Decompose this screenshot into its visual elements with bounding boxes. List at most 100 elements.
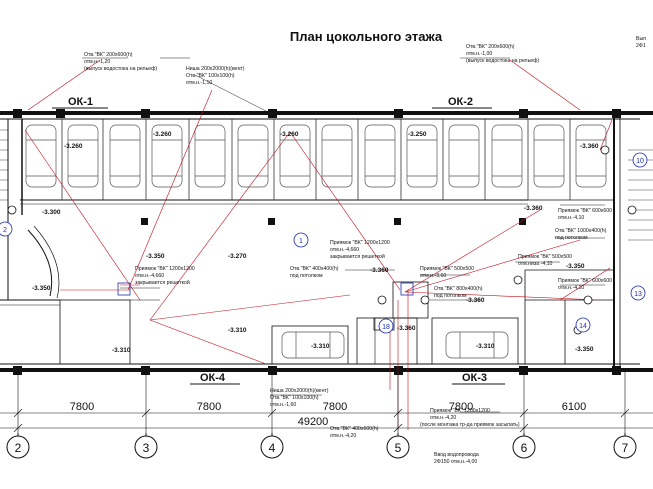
annotation-note: Отв."ВК" 400x400(h) [290,266,339,272]
annotation-note: Отв."ВК" 1000x400(h) [555,228,607,234]
car-icon [448,124,480,188]
annotation-note: отм.н.-1,20 [84,59,110,65]
room-number: 2 [3,227,7,234]
elevation-mark: -3.350 [32,285,51,292]
car-icon [109,124,141,188]
axis-labels: 2 3 4 5 6 7 [15,441,629,455]
drawing-title: План цокольного этажа [290,29,443,44]
annotation-note: отм.н.-4,20 [430,415,456,421]
annotation-note: Приямок "ВК" 600x600 [558,278,612,284]
annotation-note: Отв."ВК" 200x600(h) [466,44,515,50]
elevation-marks: -3.260 -3.260 -3.260 -3.250 -3.300 -3.36… [32,131,599,354]
annotation-note: отм.н.-4,660 [330,247,359,253]
annotation-note: Ниша 200x2000(h)(вент) [270,388,329,394]
room-number: 10 [636,158,644,165]
annotation-note: отм.н.-1,60 [270,402,296,408]
room-bubble [378,318,394,334]
room-bubble [293,232,309,248]
annotation-note: Отв."ВК" 200x600(h) [84,52,133,58]
annotation-note: отм.н.-4,10 [558,285,584,291]
annotation-note: под потолком [555,235,588,241]
annotation-note: Отв."ВК" 100x100(h) [270,395,319,401]
annotation-note: Отв."ВК" 100x100(h) [186,73,235,79]
axis-label: 4 [269,441,276,455]
pit-icon [117,282,131,296]
car-icon [279,124,311,188]
car-icon [533,124,565,188]
annotation-note: Ввод водопровода [434,452,479,458]
dimension-value: 7800 [197,401,221,413]
annotation-note: Приямок "ВК" 600x600 [558,208,612,214]
car-icon [364,124,396,188]
annotation-note: Ниша 200x2000(h)(вент) [186,66,245,72]
elevation-mark: -3.260 [280,131,299,138]
section-label: ОК-2 [448,96,473,108]
annotation-note: Приямок "ВК" 1200x1200 [135,266,195,272]
annotation-note: отм.н.-1,10 [186,80,212,86]
car-icon [321,124,353,188]
callout-leaders [82,57,605,413]
annotation-note: 2Ф150 отм.н.-4,00 [434,459,477,465]
car-icon [25,124,57,188]
annotation-notes: Отв."ВК" 200x600(h) отм.н.-1,20 (выпуск … [84,36,646,465]
elevation-mark: -3.310 [476,343,495,350]
elevation-mark: -3.250 [408,131,427,138]
annotation-note: 2Ф1 [636,43,646,49]
section-label: ОК-1 [68,96,93,108]
annotation-note: отм.низа -4,10 [518,261,553,267]
dimension-values: 7800 7800 7800 7800 6100 49200 [70,401,586,428]
car-icon [237,124,269,188]
drain-icon [420,295,430,305]
dimension-total: 49200 [298,416,329,428]
car-icon [194,124,226,188]
room-number: 1 [299,238,303,245]
room-bubble [575,317,591,333]
annotation-note: под потолком [434,293,467,299]
elevation-mark: -3.360 [524,205,543,212]
elevation-mark: -3.260 [153,131,172,138]
elevation-mark: -3.350 [566,263,585,270]
drain-icon [513,275,523,285]
elevation-mark: -3.360 [397,325,416,332]
drain-icon [600,145,610,155]
room-number: 18 [382,324,390,331]
elevation-mark: -3.260 [64,143,83,150]
axis-label: 5 [395,441,402,455]
annotation-note: Приямок "ВК" 500x500 [420,266,474,272]
dimension-value: 7800 [70,401,94,413]
elevation-mark: -3.270 [228,253,247,260]
elevation-mark: -3.360 [580,143,599,150]
car-icon [445,331,509,359]
axis-label: 2 [15,441,22,455]
pit-icon [400,282,414,296]
annotation-note: Приямок "ВК" 500x500 [518,254,572,260]
car-icon [281,331,345,359]
dimension-value: 7800 [323,401,347,413]
drain-icon [7,205,17,215]
annotation-note: отм.н.-4,20 [330,433,356,439]
section-markers: ОК-1 ОК-2 ОК-3 ОК-4 [52,96,505,385]
drain-icon [583,295,593,305]
car-icon [491,124,523,188]
annotation-note: под потолком [290,273,323,279]
room-number: 13 [634,291,642,298]
annotation-note: (выпуск водостока на рельеф) [84,66,157,72]
annotation-note: закрывается решеткой [330,253,385,260]
annotation-note: Приямок "ВК" 1200x1200 [330,240,390,246]
elevation-mark: -3.300 [42,209,61,216]
room-number: 14 [579,323,587,330]
room-bubble [0,221,13,237]
annotation-note: (после монтажа тр-да приямок засыпать) [420,422,520,428]
annotation-note: Вып [636,36,646,42]
annotation-note: Приямок "ВК" 1200x1200 [430,408,490,414]
annotation-note: отм.н.-4,10 [558,215,584,221]
elevation-mark: -3.310 [112,347,131,354]
section-label: ОК-4 [200,372,226,384]
elevation-mark: -3.360 [466,297,485,304]
elevation-mark: -3.350 [575,346,594,353]
structural-columns [13,109,621,375]
room-markers [0,152,648,334]
dimension-lines [0,370,653,433]
